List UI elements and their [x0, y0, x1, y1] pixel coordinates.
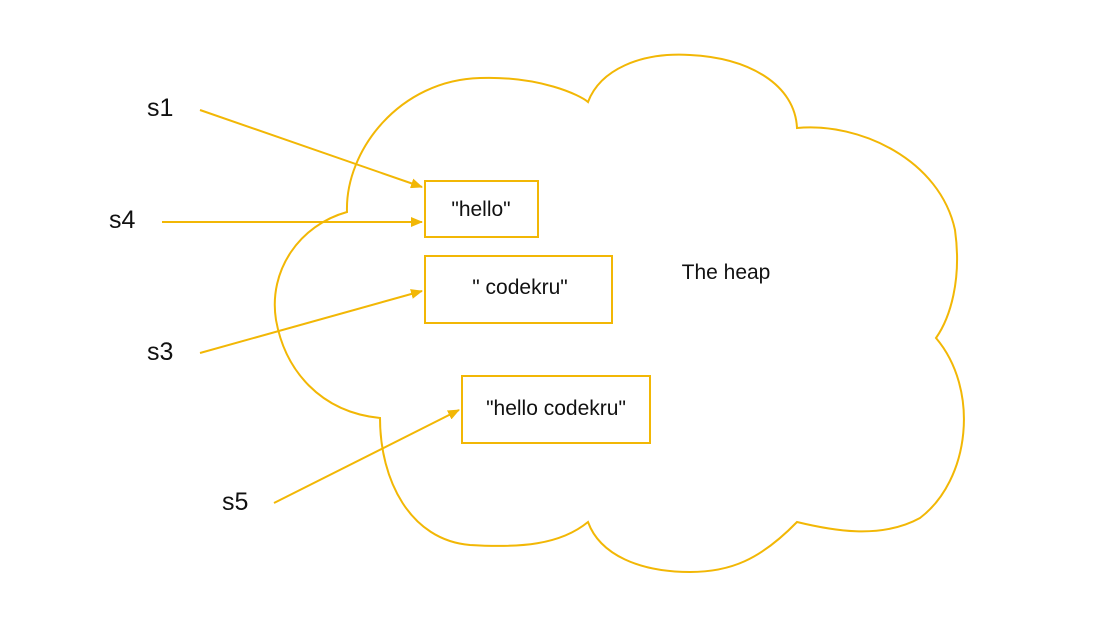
string-box-hello-codekru [461, 375, 651, 444]
arrow-s5-to-hello-codekru [273, 409, 460, 504]
variable-label-s4: s4 [109, 206, 136, 234]
arrow-s1-to-hello [199, 109, 423, 189]
string-box-codekru [424, 255, 613, 324]
heap-label: The heap [682, 261, 771, 284]
arrow-s3-to-codekru [199, 289, 423, 354]
variable-label-s5: s5 [222, 488, 248, 516]
string-box-codekru-text: " codekru" [472, 276, 567, 299]
variable-label-s1: s1 [147, 94, 173, 122]
string-box-hello [424, 180, 539, 238]
variable-label-s3: s3 [147, 338, 173, 366]
string-box-hello-text: "hello" [451, 198, 510, 221]
heap-cloud [273, 53, 965, 574]
string-box-hello-codekru-text: "hello codekru" [486, 397, 626, 420]
